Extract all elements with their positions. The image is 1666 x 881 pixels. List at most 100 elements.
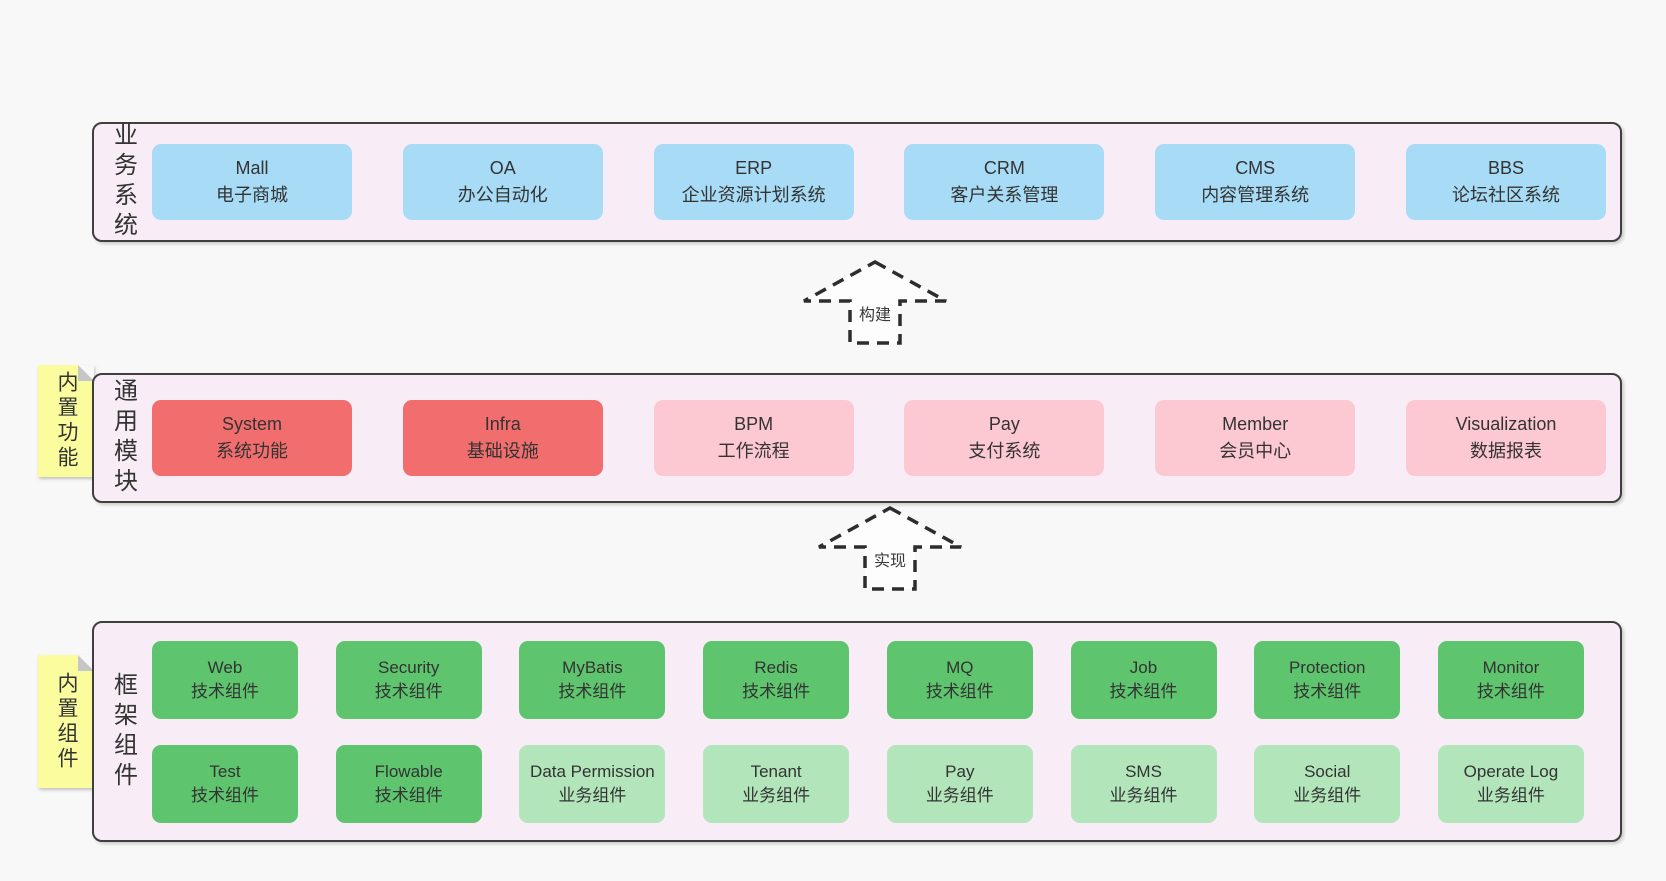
box-mybatis: MyBatis 技术组件 (519, 640, 666, 719)
box-desc: 数据报表 (1469, 441, 1542, 461)
box-desc: 会员中心 (1219, 441, 1292, 461)
layer-common-label: 通用模块 (94, 375, 152, 501)
box-name: CMS (1235, 158, 1276, 178)
box-desc: 工作流程 (717, 441, 790, 461)
box-mq: MQ 技术组件 (886, 640, 1033, 719)
layer-common-modules: 通用模块 System 系统功能 Infra 基础设施 BPM 工作流程 Pay 支付系统 Me… (92, 373, 1622, 503)
box-desc: 支付系统 (968, 441, 1041, 461)
box-name: CRM (983, 158, 1025, 178)
box-name: Redis (754, 657, 798, 677)
box-name: ERP (735, 158, 773, 178)
build-arrow: 构建 (800, 259, 950, 347)
box-name: Web (207, 657, 243, 677)
box-job: Job 技术组件 (1070, 640, 1217, 719)
implement-arrow-label: 实现 (871, 547, 909, 571)
box-protection: Protection 技术组件 (1254, 640, 1401, 719)
box-name: Monitor (1482, 657, 1540, 677)
box-name: Protection (1288, 657, 1366, 677)
box-desc: 技术组件 (742, 681, 811, 701)
box-name: Social (1304, 761, 1351, 781)
box-pay: Pay 业务组件 (886, 744, 1033, 823)
box-flowable: Flowable 技术组件 (335, 744, 482, 823)
box-web: Web 技术组件 (152, 640, 298, 719)
box-desc: 客户关系管理 (950, 185, 1059, 205)
box-name: Test (209, 761, 241, 781)
implement-arrow: 实现 (815, 505, 965, 593)
sticky-fold-corner (78, 365, 94, 381)
sticky-builtin-features-text: 内置功能 (55, 371, 78, 471)
box-name: MQ (946, 657, 974, 677)
box-desc: 技术组件 (1293, 681, 1362, 701)
box-name: Pay (945, 761, 975, 781)
layer-business-label: 业务系统 (94, 122, 152, 242)
box-redis: Redis 技术组件 (703, 640, 850, 719)
box-name: SMS (1125, 761, 1162, 781)
layer-common-label-text: 通用模块 (109, 378, 137, 498)
box-desc: 业务组件 (1109, 785, 1178, 805)
box-desc: 业务组件 (925, 785, 994, 805)
box-desc: 技术组件 (374, 785, 443, 805)
box-name: OA (489, 158, 516, 178)
box-name: Visualization (1455, 414, 1557, 434)
box-name: Infra (484, 414, 521, 434)
box-desc: 业务组件 (742, 785, 811, 805)
layer-framework-label: 框架组件 (94, 623, 152, 840)
box-desc: 技术组件 (191, 785, 259, 805)
box-infra: Infra 基础设施 (402, 400, 603, 476)
box-system: System 系统功能 (152, 400, 352, 476)
box-desc: 电子商城 (216, 185, 288, 205)
box-monitor: Monitor 技术组件 (1437, 640, 1584, 719)
box-name: BBS (1487, 158, 1524, 178)
sticky-builtin-features: 内置功能 (38, 365, 94, 477)
box-desc: 企业资源计划系统 (681, 185, 826, 205)
box-desc: 技术组件 (558, 681, 627, 701)
box-mall: Mall 电子商城 (152, 144, 352, 220)
box-desc: 技术组件 (1109, 681, 1178, 701)
box-pay: Pay 支付系统 (904, 400, 1105, 476)
layer-framework-label-text: 框架组件 (109, 671, 137, 792)
sticky-builtin-components: 内置组件 (38, 655, 94, 788)
box-name: Mall (235, 158, 269, 178)
box-name: Job (1129, 657, 1158, 677)
box-name: Tenant (750, 761, 802, 781)
build-arrow-label: 构建 (856, 301, 894, 325)
box-desc: 业务组件 (1476, 785, 1545, 805)
box-name: Flowable (374, 761, 443, 781)
box-desc: 业务组件 (558, 785, 627, 805)
box-test: Test 技术组件 (152, 744, 298, 823)
box-desc: 技术组件 (925, 681, 994, 701)
box-cms: CMS 内容管理系统 (1155, 144, 1356, 220)
box-name: System (221, 414, 282, 434)
box-desc: 内容管理系统 (1201, 185, 1310, 205)
box-name: MyBatis (562, 657, 623, 677)
box-name: Data Permission (530, 761, 655, 781)
box-name: BPM (734, 414, 774, 434)
box-desc: 系统功能 (216, 441, 288, 461)
box-sms: SMS 业务组件 (1070, 744, 1217, 823)
box-desc: 技术组件 (1476, 681, 1545, 701)
box-name: Pay (988, 414, 1020, 434)
box-desc: 技术组件 (191, 681, 259, 701)
box-desc: 基础设施 (466, 441, 539, 461)
box-data-permission: Data Permission 业务组件 (519, 744, 666, 823)
box-tenant: Tenant 业务组件 (703, 744, 850, 823)
box-visualization: Visualization 数据报表 (1405, 400, 1606, 476)
sticky-builtin-components-text: 内置组件 (55, 671, 78, 772)
layer-business-label-text: 业务系统 (109, 122, 137, 242)
sticky-fold-corner (78, 655, 94, 671)
